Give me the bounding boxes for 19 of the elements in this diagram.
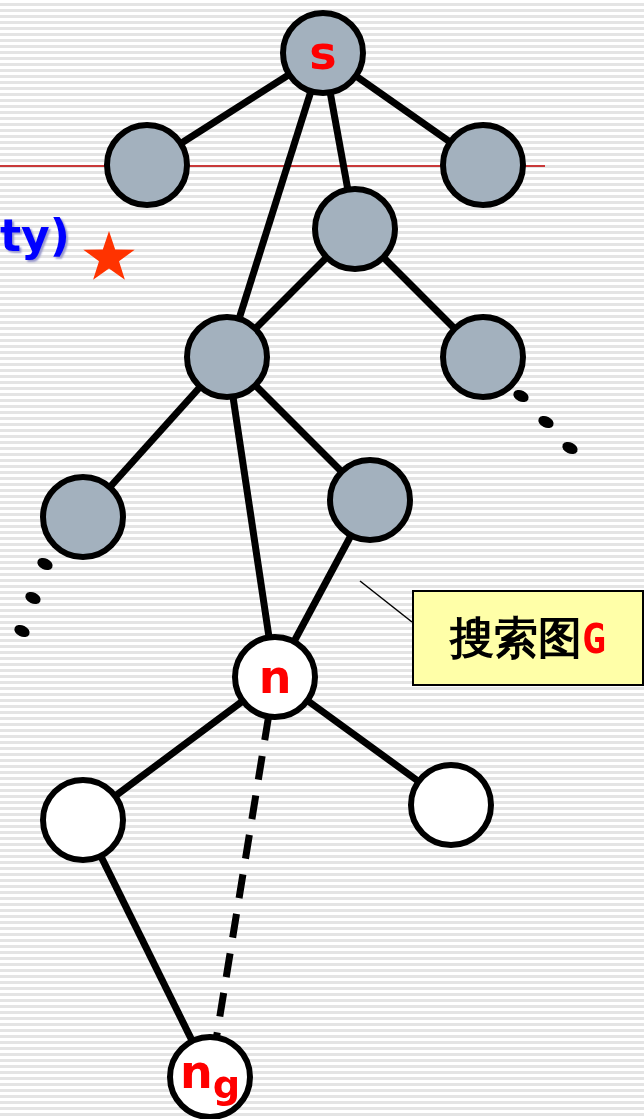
node-label: s <box>309 30 337 76</box>
tree-edge <box>107 384 203 490</box>
tree-node-circle <box>184 314 270 400</box>
callout-box <box>412 590 644 686</box>
leader-line <box>359 580 413 623</box>
tree-node-circle <box>312 186 398 272</box>
tree-node-circle <box>440 314 526 400</box>
tree-node-circle <box>440 122 526 208</box>
node-label: n$_{g}$ <box>179 1049 241 1105</box>
tree-node-circle <box>232 634 318 720</box>
tree-edge <box>113 698 245 799</box>
heading-fragment: ty) <box>0 212 70 261</box>
tree-node-circle <box>104 122 190 208</box>
tree-node-circle <box>40 777 126 863</box>
tree-node-circle <box>327 457 413 543</box>
callout-text: 搜索图G <box>449 610 607 665</box>
tree-node-circle <box>280 10 366 96</box>
tree-node-circle <box>408 762 494 848</box>
node-label: n <box>258 654 292 700</box>
